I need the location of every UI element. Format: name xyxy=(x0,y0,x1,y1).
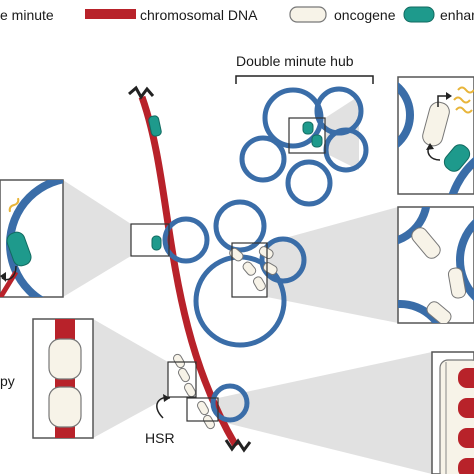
oncogene-on-chromosome xyxy=(203,414,215,430)
oncogene xyxy=(411,227,441,259)
selection-box-middle xyxy=(231,242,268,298)
oncogene xyxy=(426,301,452,323)
double-minutes xyxy=(162,86,369,423)
hsr-annotation: HSR xyxy=(145,394,175,446)
oncogene-on-chromosome xyxy=(173,353,185,369)
double-minute-ring xyxy=(210,383,250,423)
oncogene-on-ring xyxy=(229,247,244,262)
chromosome-segment xyxy=(458,368,474,388)
oncogene-on-chromosome xyxy=(178,367,190,383)
double-minute-ring xyxy=(239,135,287,183)
oncogene-on-chromosome xyxy=(184,382,196,398)
zoom-wedge-middle xyxy=(267,207,398,323)
legend-swatch-enhancer xyxy=(403,6,435,23)
legend: e minute chromosomal DNA oncogene enhanc… xyxy=(0,6,474,23)
hub-bracket: Double minute hub xyxy=(235,53,374,84)
selection-box-hub xyxy=(288,117,326,154)
double-minute-ring xyxy=(162,216,210,264)
oncogene-on-ring xyxy=(253,276,266,292)
arrow-icon xyxy=(437,95,448,107)
curved-arrow-icon xyxy=(156,396,171,419)
chromosome-segment xyxy=(458,398,474,418)
legend-swatch-chromosomal-dna xyxy=(85,9,136,19)
partial-label: py xyxy=(0,373,15,389)
oncogene-on-chromosome xyxy=(197,400,209,416)
legend-label-enhancer: enhancer xyxy=(440,7,474,23)
selection-box-chromosome xyxy=(167,361,197,398)
oncogene xyxy=(48,338,82,380)
chromosome-segment xyxy=(458,458,474,474)
legend-label-double-minute: e minute xyxy=(0,7,54,23)
zoom-box-hsr xyxy=(431,351,474,474)
oncogene xyxy=(48,386,82,428)
transcript xyxy=(455,106,473,114)
oncogene-on-ring xyxy=(242,261,257,276)
double-minute-ring xyxy=(285,159,333,207)
enhancer xyxy=(443,144,471,172)
legend-label-oncogene: oncogene xyxy=(334,7,396,23)
double-minute-features xyxy=(151,121,323,292)
legend-swatch-oncogene xyxy=(289,6,327,23)
transcript xyxy=(8,197,20,213)
selection-box-left xyxy=(130,223,170,257)
enhancer-on-ring xyxy=(151,235,162,251)
zoom-wedge-hsr xyxy=(218,352,432,474)
oncogene-on-ring xyxy=(258,246,274,259)
zoom-wedge-left xyxy=(63,180,131,297)
telomere-zigzag-icon xyxy=(128,85,155,100)
transcript xyxy=(453,96,471,104)
enhancer-on-ring xyxy=(302,121,314,135)
double-minute-ring xyxy=(213,199,267,253)
hub-title: Double minute hub xyxy=(236,53,354,69)
telomere-zigzag-icon xyxy=(224,438,252,453)
selection-box-hsr xyxy=(186,397,219,422)
selection-boxes xyxy=(130,117,326,422)
zoom-box-ring-contacts xyxy=(397,206,474,324)
double-minute-ring xyxy=(259,236,307,284)
enhancer-on-ring xyxy=(311,134,323,148)
enhancer-on-chromosome xyxy=(148,115,162,137)
zoom-wedge-chromosome xyxy=(93,319,168,438)
chromosome-segment xyxy=(458,428,474,448)
legend-label-chromosomal-dna: chromosomal DNA xyxy=(140,7,258,23)
zoom-box-enhancer xyxy=(0,179,64,298)
hsr-label: HSR xyxy=(145,430,175,446)
double-minute-ring xyxy=(323,127,369,173)
enhancer xyxy=(6,231,32,267)
zoom-box-chromosome xyxy=(32,318,94,439)
transcript xyxy=(457,86,474,94)
zoom-box-transcription xyxy=(397,76,474,195)
zoom-wedges xyxy=(63,96,432,474)
oncogene xyxy=(447,267,467,299)
